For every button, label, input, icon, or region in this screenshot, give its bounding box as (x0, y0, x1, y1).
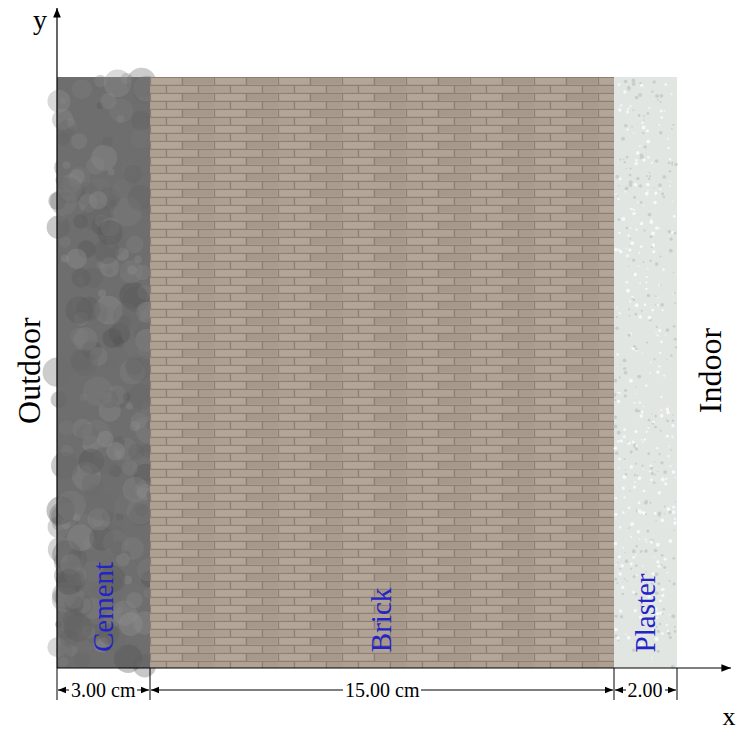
layer-name: Brick (366, 588, 398, 652)
brick-layer: Brick (150, 77, 614, 668)
cement-layer: Cement (57, 77, 150, 668)
dimension-label: 3.00 cm (69, 679, 137, 701)
axis-label: y (33, 5, 47, 36)
layer-name: Cement (88, 562, 120, 652)
dimension-label: 2.00 (626, 679, 665, 701)
layer-name: Plaster (630, 573, 662, 652)
side-label: Indoor (693, 327, 728, 412)
plaster-layer: Plaster (614, 77, 677, 668)
axis-label: x (723, 703, 736, 732)
dimension-label: 15.00 cm (343, 679, 421, 701)
side-label: Outdoor (11, 317, 46, 424)
